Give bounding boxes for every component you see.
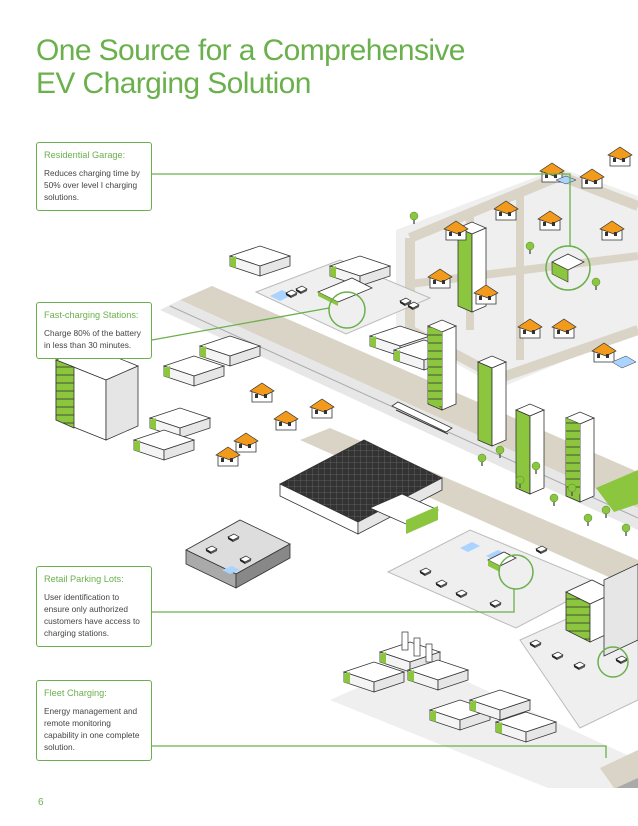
fleet-leader-line <box>152 745 607 758</box>
train <box>391 401 453 433</box>
callout-title: Retail Parking Lots: <box>44 574 124 584</box>
callout-body: Energy management and remote monitoring … <box>44 706 140 752</box>
callout-body: Reduces charging time by 50% over level … <box>44 168 140 202</box>
callout-body: User identification to ensure only autho… <box>44 592 140 638</box>
retail-highlight <box>498 554 534 590</box>
callout-title: Fast-charging Stations: <box>44 310 139 320</box>
fleet-highlight <box>597 646 629 678</box>
callout-body: Charge 80% of the battery in less than 3… <box>44 328 141 350</box>
title-line-2: EV Charging Solution <box>36 67 311 100</box>
callout-residential-garage: Residential Garage: Reduces charging tim… <box>36 142 152 211</box>
fast-charge-highlight <box>328 291 366 329</box>
callout-fast-charging: Fast-charging Stations: Charge 80% of th… <box>36 302 152 359</box>
residential-leader-line <box>152 173 571 246</box>
callout-title: Fleet Charging: <box>44 688 107 698</box>
page-number: 6 <box>38 797 44 808</box>
residential-highlight <box>545 245 591 291</box>
retail-leader-line <box>152 589 515 613</box>
title-line-1: One Source for a Comprehensive <box>36 34 466 67</box>
fast-charging-leader-line <box>151 307 330 341</box>
callout-retail-parking: Retail Parking Lots: User identification… <box>36 566 152 647</box>
callout-title: Residential Garage: <box>44 150 126 160</box>
page-title: One Source for a Comprehensive EV Chargi… <box>36 34 596 100</box>
callout-fleet-charging: Fleet Charging: Energy management and re… <box>36 680 152 761</box>
